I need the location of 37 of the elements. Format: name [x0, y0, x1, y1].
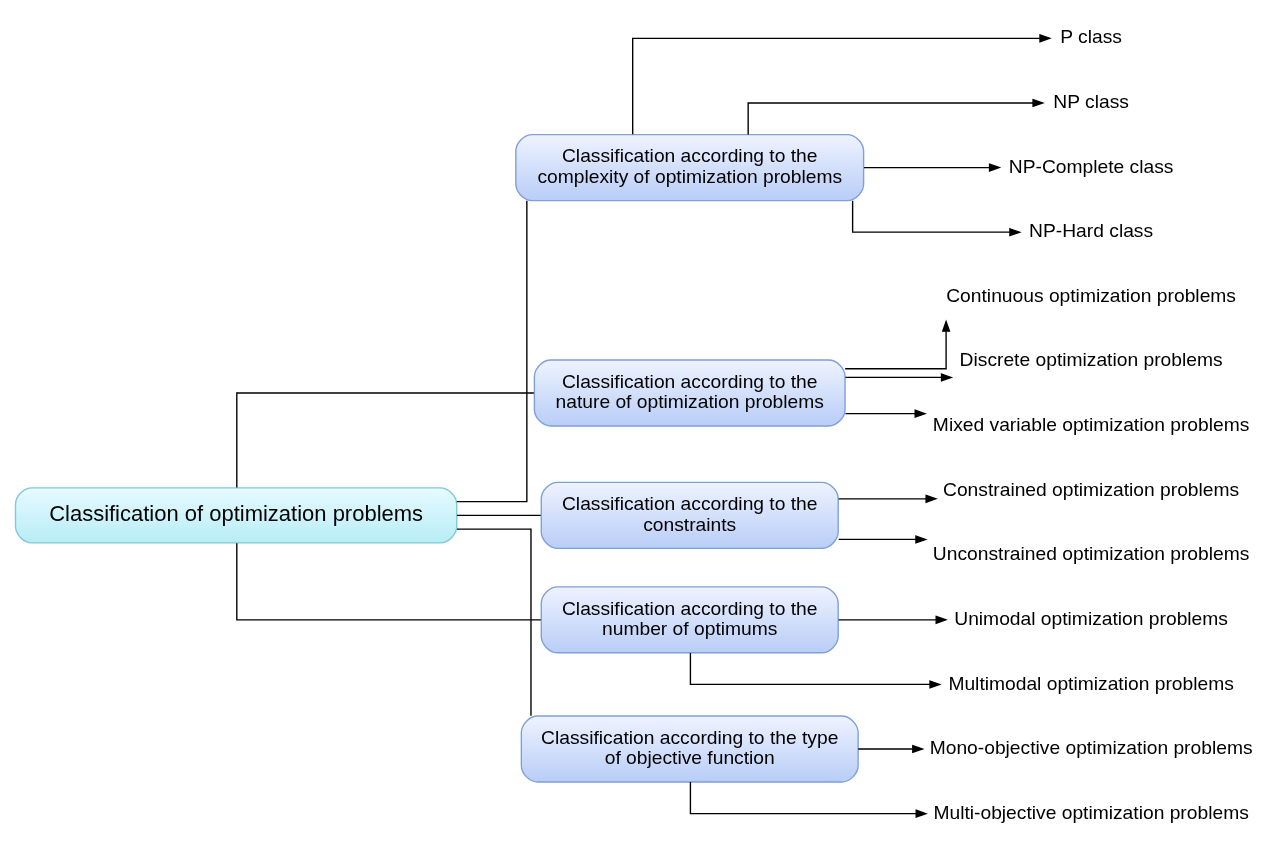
node-box: Classification according to the type of objective function [520, 715, 859, 783]
arrow [747, 98, 1045, 136]
connector [236, 392, 535, 489]
node-text: Discrete optimization problems [959, 349, 1223, 371]
node-box: Classification according to the complexity of optimization problems [515, 133, 865, 202]
node-box: Classification according to the number of optimums [540, 586, 839, 654]
arrow [844, 409, 927, 418]
node-box: Classification of optimization problems [14, 487, 458, 544]
node-text: Constrained optimization problems [943, 478, 1240, 500]
arrow [689, 781, 928, 818]
connector [456, 200, 528, 503]
node-text: NP-Complete class [1008, 155, 1174, 177]
arrow [837, 535, 928, 544]
arrow [837, 615, 948, 625]
node-text: NP-Hard class [1029, 220, 1154, 242]
node-text: NP class [1053, 91, 1129, 113]
connector [456, 528, 532, 717]
node-box: Classification according to the constraints [540, 481, 839, 550]
node-box: Classification according to the nature of optimization problems [533, 359, 846, 427]
arrow [857, 744, 925, 754]
arrow [844, 373, 954, 382]
connector [236, 542, 542, 621]
node-text: Mixed variable optimization problems [932, 414, 1250, 436]
arrow [689, 652, 942, 689]
node-text: Unconstrained optimization problems [932, 543, 1250, 565]
arrow [837, 494, 938, 504]
node-text: Continuous optimization problems [946, 284, 1236, 306]
node-text: Multimodal optimization problems [948, 672, 1234, 694]
arrow [844, 319, 951, 370]
arrow [863, 163, 1002, 172]
arrow [632, 34, 1052, 135]
node-text: P class [1060, 26, 1122, 48]
node-text: Mono-objective optimization problems [929, 737, 1253, 759]
arrow [851, 199, 1022, 237]
node-text: Multi-objective optimization problems [933, 801, 1249, 823]
node-text: Unimodal optimization problems [954, 607, 1228, 629]
connector [456, 514, 542, 517]
